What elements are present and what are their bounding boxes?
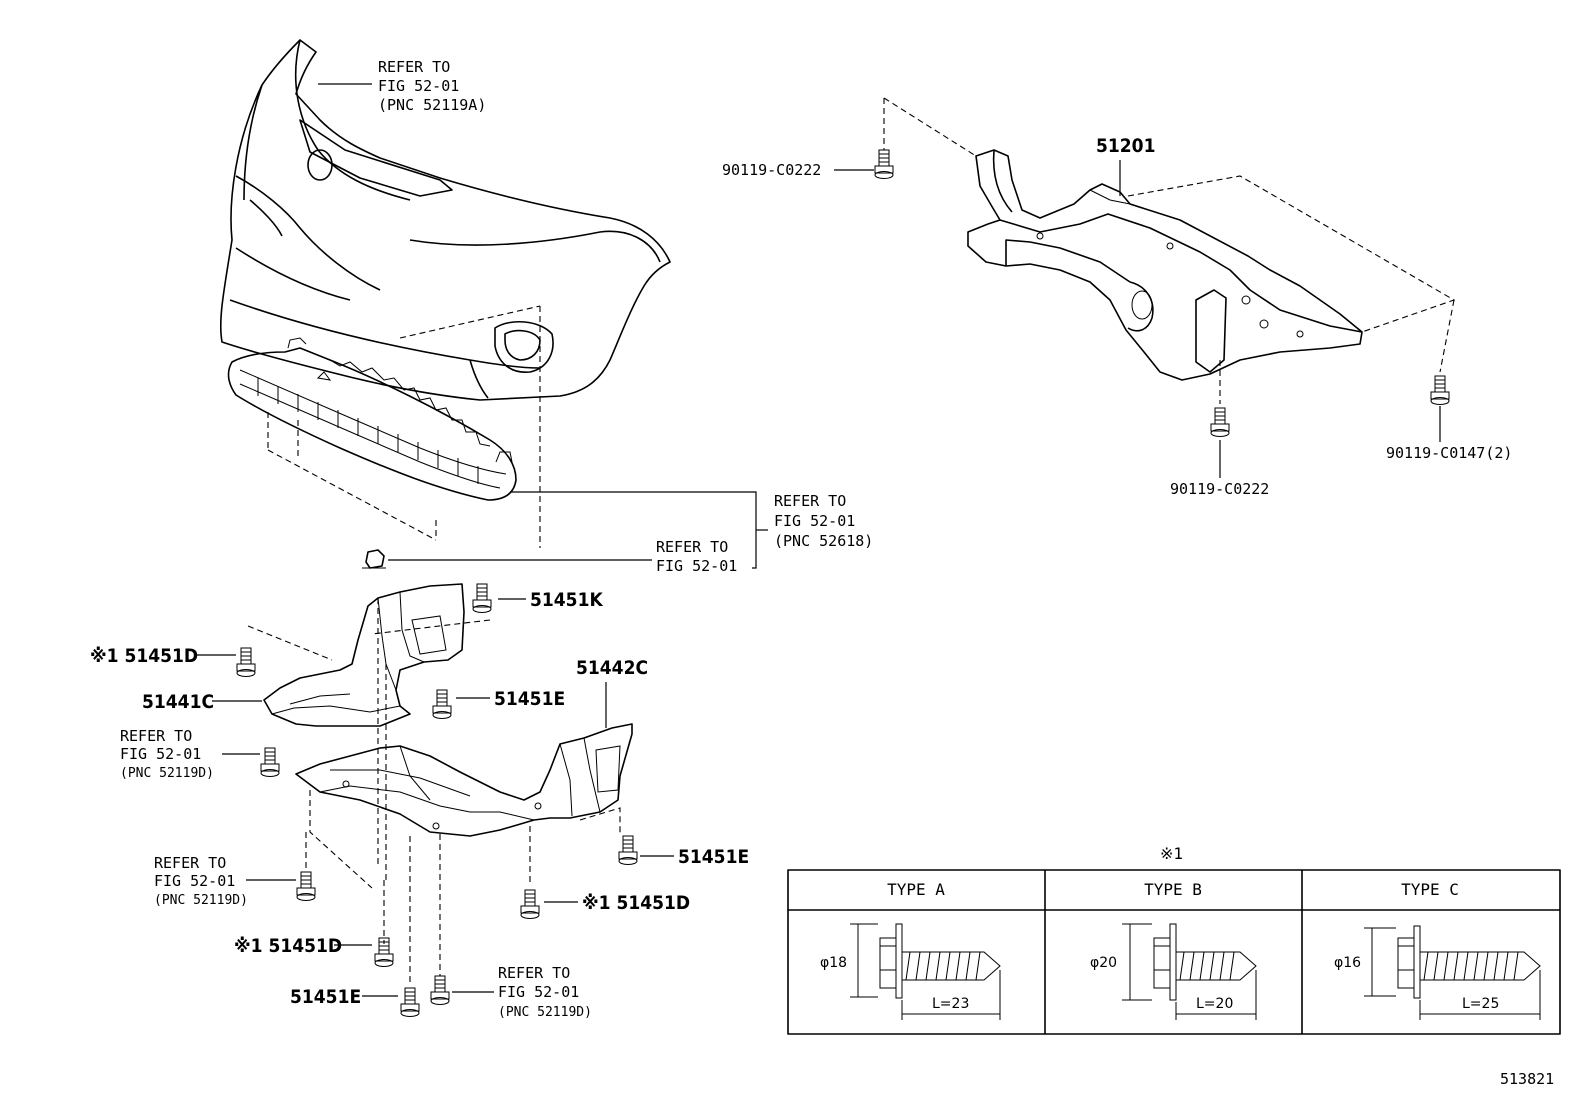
svg-text:(PNC 52119D): (PNC 52119D) [498,1005,592,1020]
bolt-left-1 [260,747,280,777]
bolt-90119-c0222-bottom [1210,407,1230,437]
svg-text:REFER TO: REFER TO [154,854,226,872]
type-a-diameter: φ18 [820,955,847,971]
bolt-90119-c0147 [1430,375,1450,405]
bolt-51451d-1 [236,647,256,677]
bolt-51451d-2 [520,889,540,919]
part-number-51441c: 51441C [142,691,214,713]
type-a-length: L=23 [932,996,969,1012]
svg-text:REFER TO: REFER TO [120,727,192,745]
svg-text:FIG 52-01: FIG 52-01 [120,745,201,763]
callout-refer-left-2: REFER TO FIG 52-01 (PNC 52119D) [154,854,248,908]
type-b-length: L=20 [1196,996,1233,1012]
part-number-51451e-3: 51451E [290,986,361,1008]
table-note-mark: ※1 [1160,844,1183,863]
svg-text:FIG 52-01: FIG 52-01 [154,872,235,890]
part-number-51442c: 51442C [576,657,648,679]
bolt-51451e-3 [400,987,420,1017]
part-number-51451d-2: ※1 51451D [582,892,690,914]
callout-refer-bumper: REFER TO FIG 52-01 (PNC 52119A) [378,58,486,114]
type-c-bolt-drawing [1364,925,1541,1020]
part-number-90119-c0222-top: 90119-C0222 [722,161,821,179]
part-number-51451d-1: ※1 51451D [90,645,198,667]
part-number-51451d-3: ※1 51451D [234,935,342,957]
svg-text:FIG 52-01: FIG 52-01 [378,77,459,95]
svg-text:(PNC 52119A): (PNC 52119A) [378,96,486,114]
part-number-51451e-1: 51451E [494,688,565,710]
part-number-51201: 51201 [1096,135,1155,157]
part-number-90119-c0147: 90119-C0147(2) [1386,444,1512,462]
engine-under-cover-51441c [263,583,465,727]
bolt-left-2 [296,871,316,901]
type-a-header: TYPE A [887,880,945,899]
bolt-90119-c0222-top [874,149,894,179]
front-crossmember [967,149,1363,381]
callout-refer-clip: REFER TO FIG 52-01 [656,538,737,575]
svg-text:REFER TO: REFER TO [378,58,450,76]
part-number-90119-c0222-bottom: 90119-C0222 [1170,480,1269,498]
svg-text:(PNC 52119D): (PNC 52119D) [154,893,248,908]
part-number-51451k: 51451K [530,589,603,611]
svg-text:FIG 52-01: FIG 52-01 [774,512,855,530]
clip-51451k [472,583,492,613]
callout-refer-left-1: REFER TO FIG 52-01 (PNC 52119D) [120,727,214,781]
bolt-51451e-1 [432,689,452,719]
type-c-length: L=25 [1462,996,1499,1012]
type-b-bolt-drawing [1122,923,1257,1020]
engine-under-cover-51442c [295,723,633,837]
svg-text:REFER TO: REFER TO [774,492,846,510]
clip-fastener [362,549,386,569]
diagram-id: 513821 [1500,1070,1554,1088]
type-c-header: TYPE C [1401,880,1459,899]
callout-refer-52618: REFER TO FIG 52-01 (PNC 52618) [774,492,873,550]
svg-text:REFER TO: REFER TO [498,964,570,982]
bolt-51451e-2 [618,835,638,865]
front-bumper-cover [219,39,671,401]
type-b-diameter: φ20 [1090,955,1117,971]
svg-text:FIG 52-01: FIG 52-01 [498,983,579,1001]
bolt-bottom [430,975,450,1005]
type-a-bolt-drawing [850,923,1001,1020]
part-number-51451e-2: 51451E [678,846,749,868]
callout-refer-bottom: REFER TO FIG 52-01 (PNC 52119D) [498,964,592,1020]
bolt-type-table: TYPE A TYPE B TYPE C φ18 L=23 [787,869,1561,1035]
type-b-header: TYPE B [1144,880,1202,899]
svg-text:(PNC 52119D): (PNC 52119D) [120,766,214,781]
svg-text:FIG 52-01: FIG 52-01 [656,557,737,575]
bolt-51451d-3 [374,937,394,967]
svg-text:REFER TO: REFER TO [656,538,728,556]
bumper-absorber [227,337,517,501]
svg-text:(PNC 52618): (PNC 52618) [774,532,873,550]
type-c-diameter: φ16 [1334,955,1361,971]
